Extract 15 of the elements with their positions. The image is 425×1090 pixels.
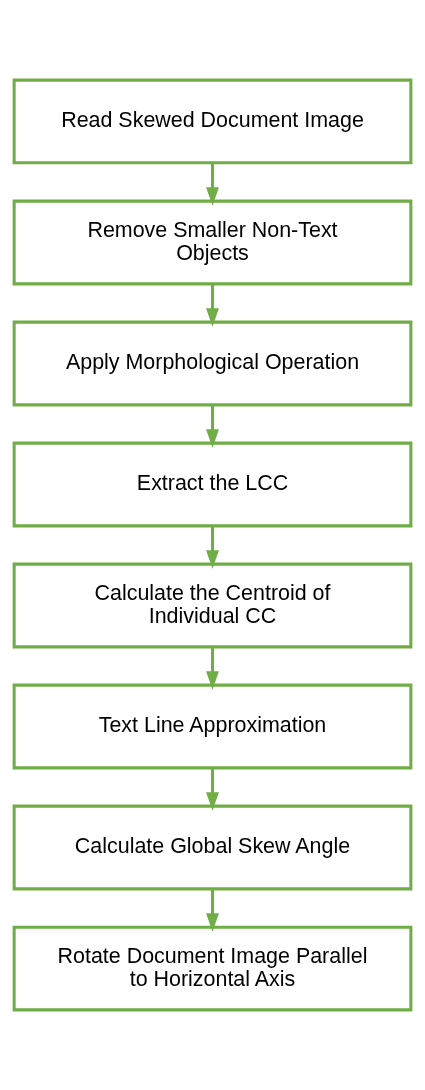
node-box: Calculate Global Skew Angle bbox=[12, 804, 413, 891]
node-box: Extract the LCC bbox=[12, 441, 413, 528]
arrow bbox=[206, 767, 219, 811]
node-box: Apply Morphological Operation bbox=[12, 320, 413, 407]
arrow bbox=[206, 162, 219, 206]
node-box: Read Skewed Document Image bbox=[12, 78, 413, 165]
arrow bbox=[206, 889, 219, 932]
arrow bbox=[206, 646, 219, 690]
arrow bbox=[206, 283, 219, 327]
arrow bbox=[206, 404, 219, 448]
node-box: Remove Smaller Non-Text Objects bbox=[12, 199, 413, 286]
node-box: Rotate Document Image Parallel to Horizontal Axis bbox=[12, 925, 413, 1012]
arrow bbox=[206, 525, 219, 569]
node-box: Calculate the Centroid of Individual CC bbox=[12, 562, 413, 649]
node-box: Text Line Approximation bbox=[12, 683, 413, 770]
